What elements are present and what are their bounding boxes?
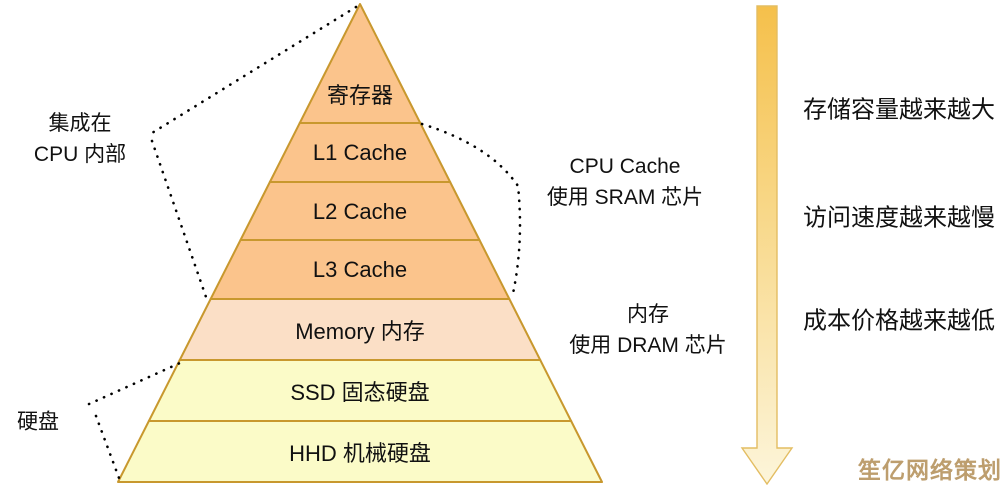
dotted-line-cpu-to-l3 bbox=[150, 139, 208, 299]
pyramid bbox=[117, 3, 603, 483]
annotation-cpu-internal-line1: 集成在 bbox=[48, 112, 112, 135]
layer-label-l2-cache: L2 Cache bbox=[312, 199, 408, 224]
arrow-note-cost: 成本价格越来越低 bbox=[803, 307, 995, 335]
layer-label-l1-cache: L1 Cache bbox=[312, 140, 408, 165]
watermark: 笙亿网络策划 bbox=[858, 457, 1002, 483]
dotted-line-disk-to-ssd bbox=[87, 361, 182, 406]
annotation-dram-line1: 内存 bbox=[627, 303, 669, 326]
annotation-dram: 内存 使用 DRAM 芯片 bbox=[569, 299, 727, 361]
arrow-note-speed: 访问速度越来越慢 bbox=[803, 204, 995, 232]
dotted-line-cpu-to-apex bbox=[150, 5, 358, 135]
annotation-disk-line1: 硬盘 bbox=[17, 410, 59, 434]
annotation-sram: CPU Cache 使用 SRAM 芯片 bbox=[547, 151, 703, 213]
annotation-cpu-internal-line2: CPU 内部 bbox=[33, 143, 127, 166]
down-arrow bbox=[740, 5, 794, 485]
layer-label-register: 寄存器 bbox=[326, 83, 394, 108]
layer-label-l3-cache: L3 Cache bbox=[312, 257, 408, 282]
layer-label-hhd: HHD 机械硬盘 bbox=[289, 441, 431, 466]
arrow-note-capacity: 存储容量越来越大 bbox=[803, 96, 995, 124]
dotted-line-disk-to-hhd bbox=[94, 414, 121, 480]
layer-label-memory: Memory 内存 bbox=[295, 319, 425, 344]
dotted-line-cache-bracket bbox=[420, 122, 522, 300]
annotation-dram-line2: 使用 DRAM 芯片 bbox=[569, 334, 727, 357]
annotation-disk: 硬盘 bbox=[17, 407, 59, 438]
annotation-cpu-internal: 集成在 CPU 内部 bbox=[34, 108, 126, 170]
layer-label-ssd: SSD 固态硬盘 bbox=[290, 380, 430, 405]
annotation-sram-line2: 使用 SRAM 芯片 bbox=[546, 186, 704, 209]
annotation-sram-line1: CPU Cache bbox=[569, 155, 681, 178]
pyramid-layer-6-disk bbox=[117, 420, 603, 483]
